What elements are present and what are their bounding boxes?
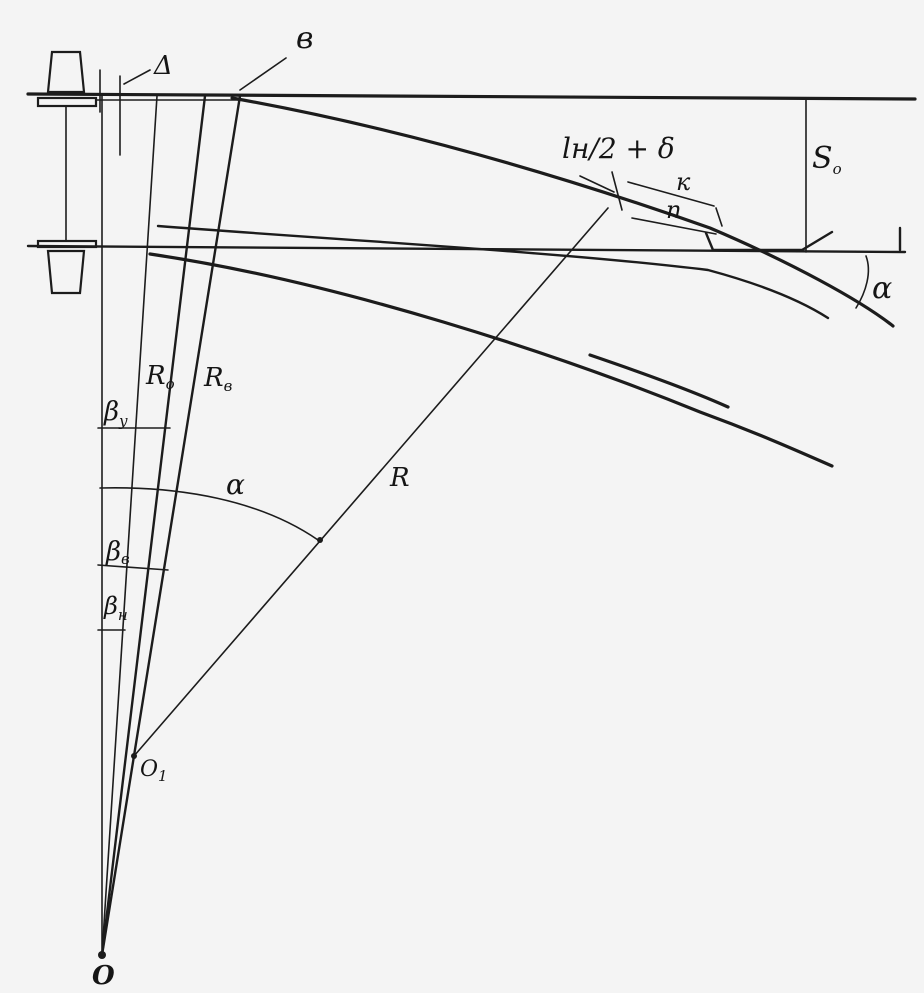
guard-rail [588, 353, 730, 409]
curved-rail-wing [156, 224, 830, 320]
label-beta-v: βв [105, 537, 130, 568]
beta-v-arc [97, 564, 169, 571]
curved-rail-outer [230, 96, 895, 328]
dim-ln-leader [579, 175, 615, 193]
label-R: R [389, 463, 410, 493]
label-Rv: Rв [203, 363, 233, 395]
label-O: O [92, 961, 115, 991]
radius-R [133, 207, 609, 757]
label-delta: Δ [153, 51, 173, 81]
radius-Rv [100, 94, 242, 957]
label-beta-n: βн [103, 592, 128, 624]
dim-n-line [631, 217, 717, 235]
label-alpha-arc: α [226, 468, 245, 501]
radius-R0 [100, 94, 207, 957]
label-beta-y: βy [103, 397, 128, 430]
label-k: к [676, 168, 691, 196]
curved-rail-inner [148, 252, 834, 468]
rail-profile-bottom [36, 239, 98, 295]
label-n: n [666, 196, 681, 224]
label-alpha-track: α [872, 271, 892, 306]
dim-k-line [627, 181, 715, 207]
straight-rail-top [26, 92, 917, 101]
center-O-point [98, 951, 106, 959]
b-leader [239, 57, 287, 91]
label-S0: So [812, 141, 842, 178]
dim-k-tick [715, 207, 723, 227]
frog-detail [704, 230, 834, 252]
rail-profile-top [36, 50, 98, 108]
label-ln-half-delta: lн/2 + δ [562, 132, 675, 165]
delta-leader [123, 69, 151, 85]
label-b: в [296, 21, 313, 56]
label-O1: O1 [140, 757, 168, 785]
alpha-point [317, 537, 323, 543]
angle-alpha-arc-right [855, 255, 870, 309]
radius-beta-n [101, 95, 158, 956]
label-R0: Ro [145, 361, 175, 393]
dim-ln-tick-a [611, 171, 623, 211]
alpha-arc [99, 487, 319, 541]
center-O1-point [131, 753, 137, 759]
